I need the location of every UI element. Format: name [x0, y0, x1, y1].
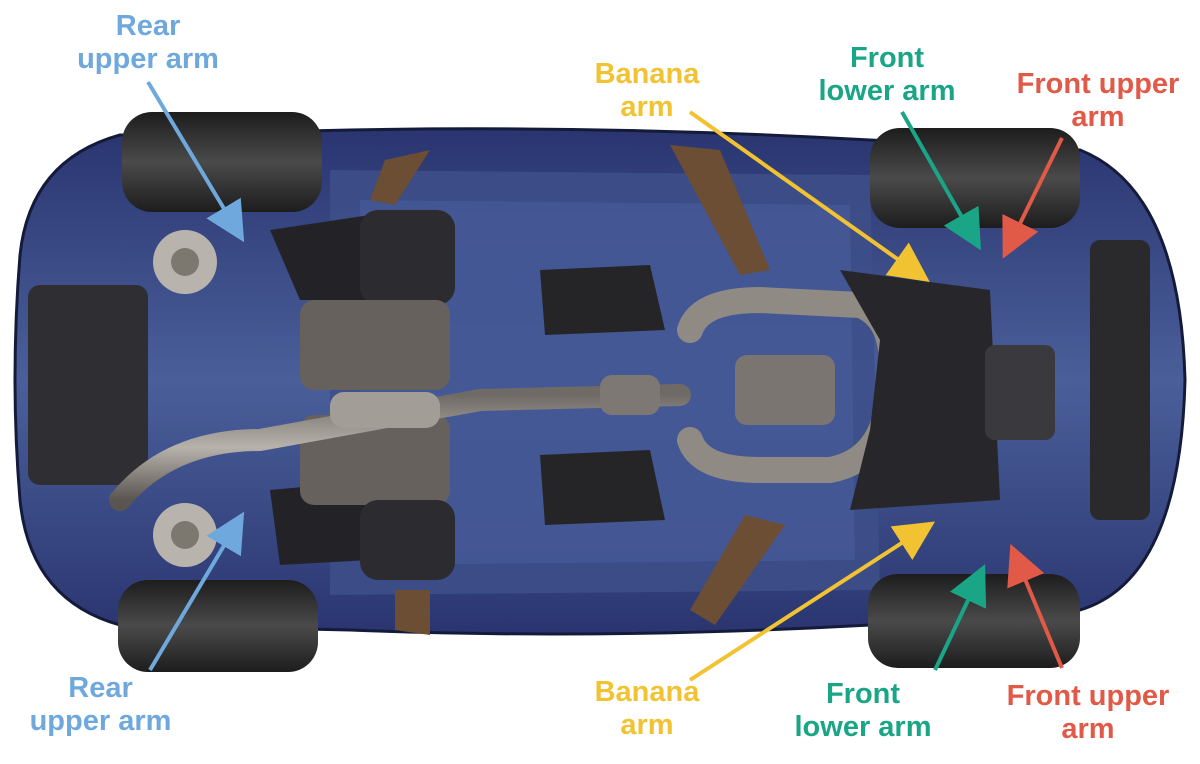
rear-left-tire [122, 112, 322, 212]
label-front-lower-arm-bottom: Front lower arm [788, 678, 938, 744]
arrow-banana-top [688, 110, 930, 282]
label-rear-upper-arm-top: Rear upper arm [68, 10, 228, 76]
label-rear-upper-arm-bottom: Rear upper arm [18, 672, 183, 738]
front-right-tire [868, 574, 1080, 668]
label-line: arm [620, 709, 674, 741]
label-line: Front [825, 678, 901, 710]
rear-panel-upper [270, 215, 380, 300]
arrow-front-lower-bottom [933, 564, 987, 671]
transmission [735, 355, 835, 425]
label-line: Banana [594, 58, 700, 90]
rear-hubs [153, 230, 217, 567]
label-line: Front upper [1006, 680, 1170, 712]
rear-bumper-block [28, 285, 148, 485]
radiator [1090, 240, 1150, 520]
front-crossmember [840, 270, 1000, 510]
label-line: Rear [115, 10, 181, 42]
label-front-lower-arm-top: Front lower arm [812, 42, 962, 108]
arrow-front-lower-top [900, 111, 981, 251]
floor-cover-lower [540, 450, 665, 525]
front-left-tire [870, 128, 1080, 228]
label-line: Front upper [1016, 68, 1180, 100]
support-blocks [370, 145, 785, 635]
label-front-upper-arm-bottom: Front upper arm [998, 680, 1178, 746]
label-line: lower arm [818, 75, 956, 107]
label-line: upper arm [77, 43, 219, 75]
label-line: Front [849, 42, 925, 74]
label-line: Banana [594, 676, 700, 708]
label-banana-arm-top: Banana arm [582, 58, 712, 124]
label-line: arm [620, 91, 674, 123]
label-front-upper-arm-top: Front upper arm [1008, 68, 1188, 134]
arrow-front-upper-bottom [1007, 543, 1064, 669]
floor-cover-upper [540, 265, 665, 335]
label-banana-arm-bottom: Banana arm [582, 676, 712, 742]
label-line: lower arm [794, 711, 932, 743]
oil-pan [985, 345, 1055, 440]
pointer-arrows [146, 80, 1064, 682]
arrow-rear-upper-bottom [148, 511, 245, 672]
tires [118, 112, 1080, 672]
label-line: upper arm [29, 705, 172, 737]
label-line: arm [1061, 713, 1115, 745]
fuel-tanks [300, 210, 455, 580]
label-line: Rear [68, 672, 133, 704]
rear-right-tire [118, 580, 318, 672]
label-line: arm [1071, 101, 1125, 133]
arrow-rear-upper-top [146, 80, 245, 243]
arrow-front-upper-top [1002, 137, 1064, 259]
arrow-banana-bottom [688, 521, 936, 682]
